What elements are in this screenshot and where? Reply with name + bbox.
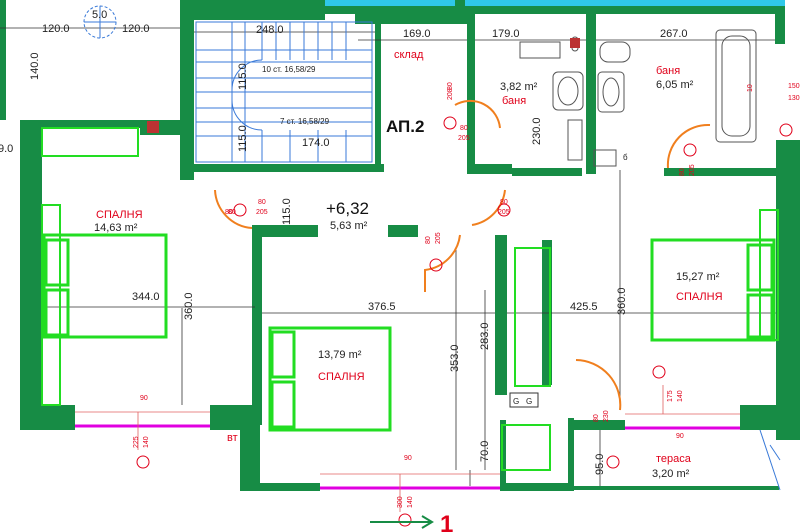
door-bath-big-h: 205 [689,164,696,176]
dim-bed1-height: 360.0 [183,292,195,320]
window-terrace-w: 90 [676,433,684,440]
door-bedroom-left-w: 80 [258,199,266,206]
dim-top-left-b: 5.0 [92,9,107,21]
door-bedroom-middle-w: 80 [425,236,432,244]
window-sill-lines [75,385,740,512]
bed-left [42,233,168,339]
dim-bath-small-height: 230.0 [531,117,543,145]
dim-bath-small-width: 179.0 [492,28,520,40]
dim-stair-v1: 115.0 [237,63,249,90]
dim-stair-width-bottom: 174.0 [302,137,330,149]
door-store-h: 208 [447,88,454,100]
top-left-fixture [83,5,117,39]
door-bedroom-middle-h: 205 [435,232,442,244]
shaft-box [509,392,539,408]
door-swings [214,99,711,411]
door-hall-a-h: 80 [228,209,236,216]
shaft-b: G [526,397,532,406]
dim-hall-v: 115.0 [281,198,293,225]
grid-lines [0,27,776,486]
vent-label: вт [227,432,238,444]
dim-left-edge: 9.0 [0,143,13,155]
dim-bed2-height: 353.0 [449,344,461,372]
door-bath-small-w: 80 [460,125,468,132]
room-area-bedroom-left: 14,63 m² [94,222,138,234]
room-area-bedroom-right: 15,27 m² [676,271,720,283]
room-area-bath-big: 6,05 m² [656,79,694,91]
room-area-bath-small: 3,82 m² [500,81,538,93]
window-left-w: 90 [140,395,148,402]
dim-store-width: 169.0 [403,28,431,40]
door-bedroom-right-w: 80 [500,199,508,206]
marker-circles [136,116,793,527]
sanitary-fixtures [519,29,757,167]
bed-middle [268,326,392,432]
dim-bed3-width: 425.5 [570,301,598,313]
walls [0,0,800,491]
bed-right [650,238,776,342]
door-terrace-h: 230 [603,410,610,422]
dim-right-edge-a: 150 [788,83,800,90]
dim-bath-big-width: 267.0 [660,28,688,40]
room-name-store: склад [394,49,424,61]
window-left-b: 140 [143,436,150,448]
level-mark: +6,32 [326,199,369,218]
section-arrow [370,515,434,529]
door-store-w: 80 [447,82,454,90]
window-terrace-a: 175 [667,390,674,402]
terrace-railing [759,429,781,491]
dim-bed2-width: 376.5 [368,301,396,313]
room-area-terrace: 3,20 m² [652,468,690,480]
door-bedroom-right-h: 205 [498,209,510,216]
room-name-bedroom-right: СПАЛНЯ [676,291,723,303]
dim-stair-width-top: 248.0 [256,24,284,36]
window-middle-b: 140 [407,496,414,508]
door-terrace-w: 80 [593,414,600,422]
room-name-bath-big: баня [656,65,680,77]
room-area-bedroom-middle: 13,79 m² [318,349,362,361]
shaft-a: G [513,397,519,406]
boiler-label: б [623,153,628,162]
stair-flight-upper: 10 ст. 16,58/29 [262,65,316,74]
dim-hall-height: 283.0 [479,322,491,350]
apartment-label: АП.2 [386,117,424,136]
window-left-a: 225 [133,436,140,448]
window-middle-a: 300 [397,496,404,508]
dim-bed3-height: 360.0 [616,287,628,315]
window-terrace-b: 140 [677,390,684,402]
room-area-hall: 5,63 m² [330,220,368,232]
wardrobes [41,127,779,471]
section-marker: 1 [440,511,453,532]
dim-top-left-a: 120.0 [42,23,70,35]
door-bath-big-w: 80 [679,168,686,176]
dim-terrace-height: 95.0 [594,454,606,475]
room-name-terrace: тераса [656,453,692,465]
door-bath-small-h: 205 [458,135,470,142]
dim-right-edge-b: 130 [788,95,800,102]
staircase [195,21,373,163]
dim-left-height: 140.0 [29,52,41,80]
dim-top-left-c: 120.0 [122,23,150,35]
window-openings [75,424,740,490]
door-hall-a-w: 80 [225,209,233,216]
top-railing-divider [455,0,465,6]
stair-flight-lower: 7 ст. 16,58/29 [280,117,330,126]
dim-stair-v2: 115.0 [237,125,249,152]
window-middle-w: 90 [404,455,412,462]
room-name-bath-small: баня [502,95,526,107]
window-bath-w: 10 [747,84,754,92]
door-bedroom-left-h: 205 [256,209,268,216]
dim-niche-height: 70.0 [479,441,491,462]
radiator-markers [147,38,580,133]
room-name-bedroom-middle: СПАЛНЯ [318,371,365,383]
room-name-bedroom-left: СПАЛНЯ [96,209,143,221]
dim-bed1-width: 344.0 [132,291,160,303]
top-railing [325,0,785,6]
